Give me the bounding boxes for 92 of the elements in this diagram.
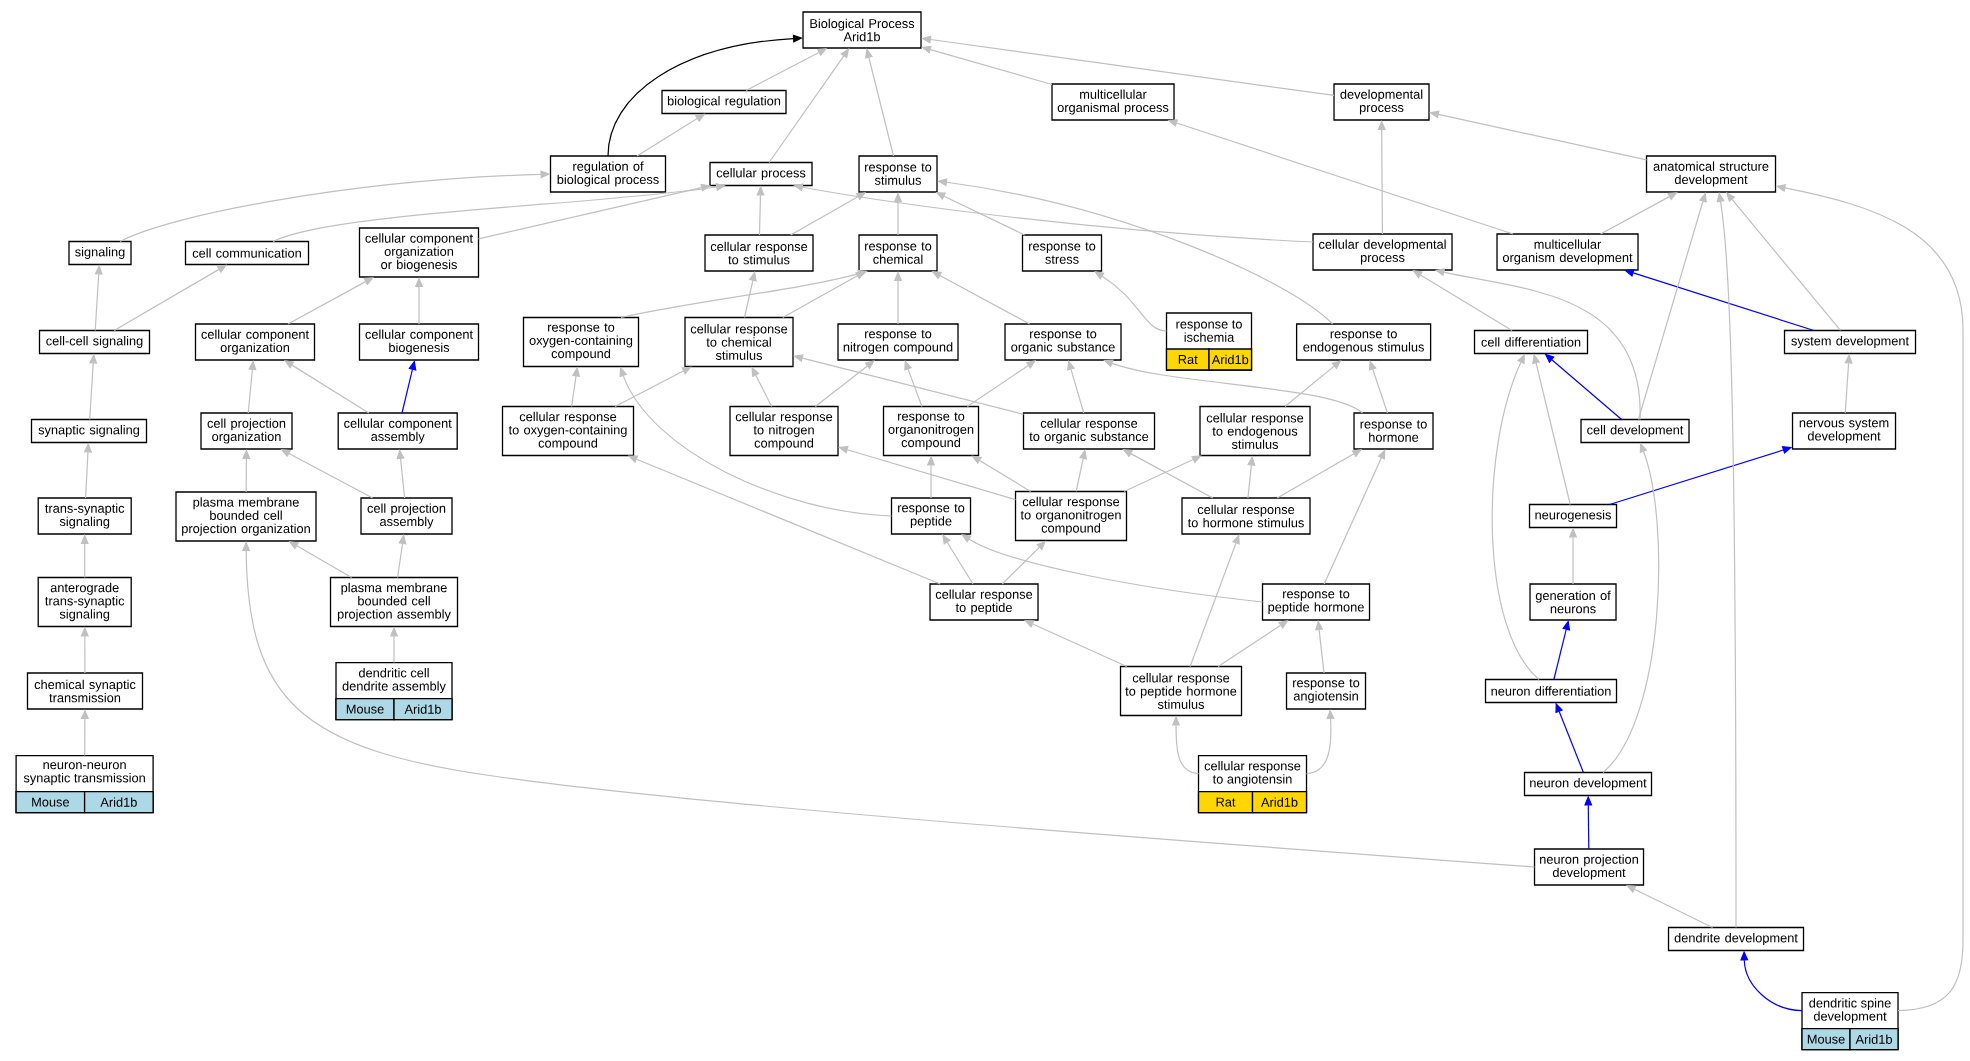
term-box: anatomical structure development bbox=[1645, 155, 1777, 193]
term-box: cell-cell signaling bbox=[38, 329, 151, 355]
term-box: developmental process bbox=[1333, 83, 1430, 121]
arrow bbox=[1189, 534, 1240, 668]
term-box: cellular response to peptide hormone stimulus bbox=[1119, 665, 1243, 717]
term-box: cellular component assembly bbox=[337, 412, 458, 450]
arrow bbox=[1600, 192, 1678, 235]
table-cell: Mouse bbox=[15, 790, 86, 814]
term-box: anterograde trans-synaptic signaling bbox=[37, 576, 132, 628]
arrow bbox=[1103, 359, 1364, 414]
arrow bbox=[1637, 192, 1707, 421]
term-box: response to stimulus bbox=[858, 155, 938, 193]
term-box: response to hormone bbox=[1353, 412, 1434, 450]
term-box: dendrite development bbox=[1667, 926, 1805, 952]
term-box: cellular component organization or biogenesis bbox=[358, 227, 480, 278]
term-box: response to nitrogen compound bbox=[837, 323, 959, 361]
term-box: response to angiotensin bbox=[1285, 672, 1367, 710]
arrow bbox=[864, 48, 895, 157]
table-cell: Arid1b bbox=[1849, 1028, 1899, 1051]
arrow bbox=[793, 354, 1025, 415]
term-box: cellular response to organic substance bbox=[1022, 412, 1156, 450]
arrow bbox=[1368, 360, 1389, 414]
term-box: cellular response to chemical stimulus bbox=[684, 316, 794, 368]
term-box: cellular response to hormone stimulus bbox=[1181, 497, 1311, 535]
term-box: cell development bbox=[1580, 418, 1690, 444]
arrow bbox=[614, 366, 692, 408]
term-box: chemical synaptic transmission bbox=[26, 672, 144, 710]
arrow bbox=[1075, 449, 1088, 493]
term-box: cellular response to organonitrogen compound bbox=[1014, 490, 1128, 542]
term-box: cellular response to stimulus bbox=[704, 234, 814, 272]
term-box: cell communication bbox=[184, 240, 310, 266]
term-box: response to endogenous stimulus bbox=[1295, 323, 1432, 361]
term-box: regulation of biological process bbox=[549, 155, 667, 193]
term-box: response to oxygen-containing compound bbox=[522, 316, 640, 368]
term-box: response to organonitrogen compound bbox=[882, 405, 980, 457]
term-box: neuron projection development bbox=[1533, 848, 1645, 886]
term-box: cell projection assembly bbox=[360, 497, 453, 535]
arrow bbox=[1553, 620, 1571, 681]
term-box: neuron development bbox=[1523, 771, 1653, 797]
table-cell: Rat bbox=[1197, 790, 1254, 814]
term-box: response to peptide bbox=[890, 497, 972, 535]
term-box: response to stress bbox=[1021, 234, 1103, 272]
term-box: cell differentiation bbox=[1473, 329, 1589, 355]
arrow bbox=[1067, 360, 1085, 414]
arrow bbox=[1094, 271, 1168, 332]
term-box: cellular process bbox=[709, 161, 813, 187]
term-box: response to chemical bbox=[858, 234, 938, 272]
table-cell: Arid1b bbox=[1251, 790, 1308, 814]
term-box: trans-synaptic signaling bbox=[37, 497, 132, 535]
term-box: plasma membrane bounded cell projection assembly bbox=[329, 576, 459, 628]
table-cell: Arid1b bbox=[393, 697, 453, 721]
table-cell: Arid1b bbox=[83, 790, 154, 814]
term-box: cellular component biogenesis bbox=[358, 323, 480, 361]
term-box: system development bbox=[1783, 329, 1917, 355]
arrow bbox=[961, 534, 1264, 603]
term-box: cell projection organization bbox=[200, 412, 293, 450]
term-box: biological regulation bbox=[661, 89, 787, 115]
term-box: Biological Process Arid1b bbox=[802, 11, 922, 49]
arrow bbox=[904, 360, 923, 408]
arrow bbox=[620, 269, 868, 319]
term-box: response to organic substance bbox=[1004, 323, 1122, 361]
arrow bbox=[743, 271, 757, 319]
term-box: neuron differentiation bbox=[1484, 678, 1618, 704]
term-box: cellular response to nitrogen compound bbox=[729, 405, 839, 457]
arrow bbox=[1624, 269, 1815, 332]
term-box: cellular developmental process bbox=[1312, 233, 1453, 271]
table-cell: Mouse bbox=[335, 697, 395, 721]
term-box: multicellular organismal process bbox=[1051, 83, 1175, 121]
arrow bbox=[768, 48, 850, 164]
arrow bbox=[921, 45, 1053, 86]
arrow bbox=[401, 360, 417, 414]
term-box: cellular response to endogenous stimulus bbox=[1199, 405, 1311, 457]
term-box: cellular response to peptide bbox=[929, 583, 1039, 621]
arrow bbox=[838, 445, 1017, 501]
arrow bbox=[814, 360, 875, 408]
term-box: multicellular organism development bbox=[1496, 233, 1639, 271]
term-box: synaptic signaling bbox=[30, 418, 148, 444]
term-box: neurogenesis bbox=[1528, 503, 1618, 529]
term-box: cellular component organization bbox=[194, 323, 316, 361]
table-cell: Mouse bbox=[1801, 1028, 1851, 1051]
term-box: response to peptide hormone bbox=[1261, 583, 1371, 621]
arrow bbox=[942, 534, 974, 585]
table-cell: Arid1b bbox=[1208, 348, 1253, 371]
arrow bbox=[1323, 449, 1386, 585]
table-cell: Rat bbox=[1165, 348, 1210, 371]
term-box: plasma membrane bounded cell projection organization bbox=[175, 491, 317, 542]
term-box: signaling bbox=[68, 240, 132, 266]
term-box: generation of neurons bbox=[1529, 583, 1617, 621]
term-box: cellular response to oxygen-containing compound bbox=[501, 405, 635, 457]
arrow bbox=[782, 271, 866, 319]
arrow bbox=[1123, 455, 1202, 493]
term-box: nervous system development bbox=[1791, 412, 1897, 450]
